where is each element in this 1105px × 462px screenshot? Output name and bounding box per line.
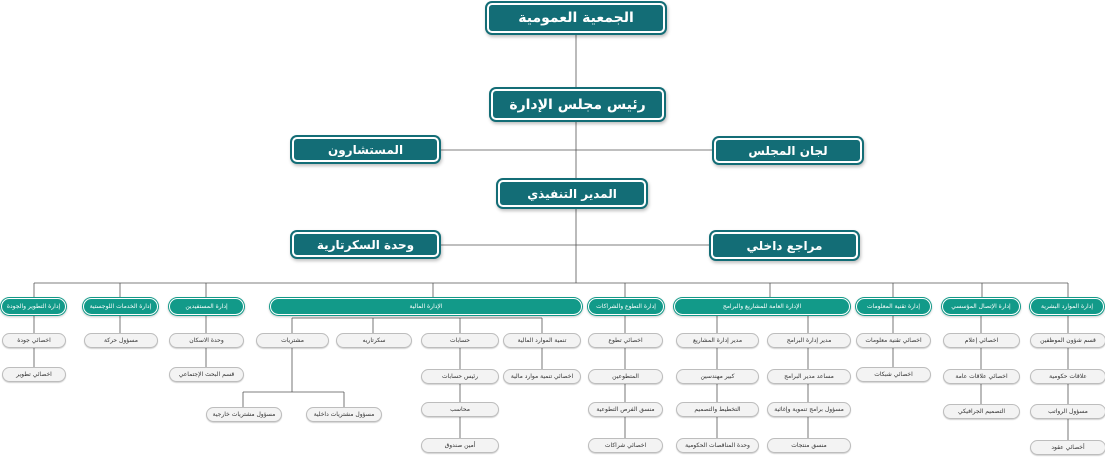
leaf-it-specialist: اخصائي تقنية معلومات	[856, 333, 931, 348]
leaf-fin-resource-dev-specialist: اخصائي تنمية موارد مالية	[503, 369, 581, 384]
leaf-proj-product-coord: منسق منتجات	[767, 438, 851, 453]
leaf-it-networks: اخصائي شبكات	[856, 367, 931, 382]
leaf-vol-opportunities: منسق الفرص التطوعية	[588, 402, 663, 417]
leaf-fin-purchases: مشتريات	[256, 333, 329, 348]
executive-director-box: المدير التنفيذي	[498, 180, 646, 207]
leaf-comm-pr: اخصائي علاقات عامة	[943, 369, 1020, 384]
general-assembly-box: الجمعية العمومية	[487, 3, 665, 33]
internal-auditor-box: مراجع داخلي	[711, 232, 858, 259]
leaf-proj-dev-programs: مسؤول برامج تنموية وإغاثية	[767, 402, 851, 417]
dept-quality: إدارة التطوير والجودة	[1, 298, 66, 315]
dept-finance: الإدارة المالية	[270, 298, 582, 315]
leaf-fin-secretary: سكرتاريه	[336, 333, 412, 348]
leaf-fin-chief-accountant: رئيس حسابات	[421, 369, 499, 384]
leaf-proj-chief-engineer: كبير مهندسين	[676, 369, 759, 384]
dept-volunteer: إدارة التطوع والشراكات	[588, 298, 664, 315]
leaf-hr-gov-relations: علاقات حكومية	[1030, 369, 1105, 384]
leaf-fin-cashier: أمين صندوق	[421, 438, 499, 453]
leaf-proj-tenders: وحدة المناقصات الحكومية	[676, 438, 759, 453]
dept-communication: إدارة الإتصال المؤسسي	[942, 298, 1020, 315]
dept-beneficiaries: إدارة المستفيدين	[169, 298, 244, 315]
leaf-comm-media: اخصائي إعلام	[943, 333, 1020, 348]
leaf-comm-graphic: التصميم الجرافيكي	[943, 404, 1020, 419]
leaf-hr-staff-affairs: قسم شؤون الموظفين	[1030, 333, 1105, 348]
leaf-proj-programs-manager: مدير إدارة البرامج	[767, 333, 851, 348]
leaf-vol-partnerships: اخصائي شراكات	[588, 438, 663, 453]
dept-it: إدارة تقنية المعلومات	[856, 298, 931, 315]
leaf-log-transport: مسؤول حركة	[84, 333, 158, 348]
chairman-box: رئيس مجلس الإدارة	[491, 89, 664, 120]
leaf-fin-accounts: حسابات	[421, 333, 499, 348]
leaf-quality-development: اخصائي تطوير	[2, 367, 66, 382]
dept-hr: إدارة الموارد البشرية	[1030, 298, 1104, 315]
leaf-ben-housing: وحدة الاسكان	[169, 333, 244, 348]
leaf-hr-contracts: أخصائي عقود	[1030, 440, 1105, 455]
leaf-vol-specialist: اخصائي تطوع	[588, 333, 663, 348]
leaf-proj-projects-manager: مدير إدارة المشاريع	[676, 333, 759, 348]
leaf-vol-volunteers: المتطوعين	[588, 369, 663, 384]
leaf-fin-external-purchases: مسؤول مشتريات خارجية	[206, 407, 282, 422]
leaf-proj-programs-assistant: مساعد مدير البرامج	[767, 369, 851, 384]
committees-box: لجان المجلس	[714, 138, 862, 163]
leaf-ben-social-research: قسم البحث الإجتماعي	[169, 367, 244, 382]
leaf-fin-resource-dev: تنمية الموارد المالية	[503, 333, 581, 348]
advisors-box: المستشارون	[292, 137, 439, 162]
leaf-hr-payroll: مسؤول الرواتب	[1030, 404, 1105, 419]
leaf-fin-accountant: محاسب	[421, 402, 499, 417]
leaf-quality-specialist: اخصائي جودة	[2, 333, 66, 348]
leaf-proj-planning: التخطيط والتصميم	[676, 402, 759, 417]
secretariat-box: وحدة السكرتارية	[292, 232, 439, 257]
dept-logistics: إدارة الخدمات اللوجستية	[83, 298, 158, 315]
leaf-fin-internal-purchases: مسؤول مشتريات داخلية	[306, 407, 382, 422]
dept-projects: الإدارة العامة للمشاريع والبرامج	[674, 298, 850, 315]
